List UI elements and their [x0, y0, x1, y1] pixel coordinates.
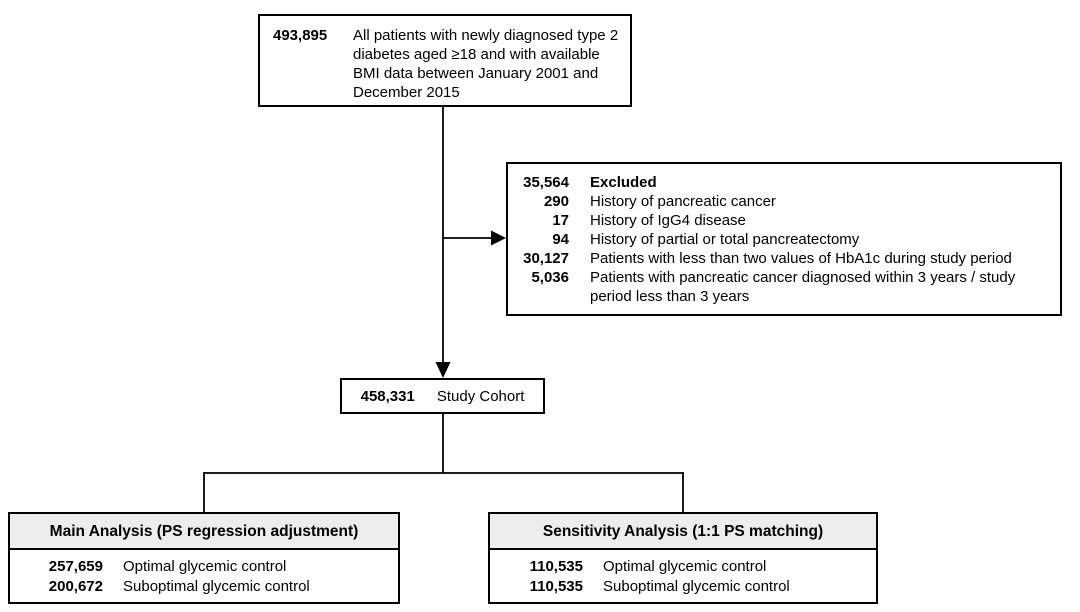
analysis-item-count: 110,535: [529, 558, 583, 575]
analysis-item-count: 257,659: [48, 558, 103, 575]
arrowhead-down-icon: [435, 362, 451, 378]
excluded-header-row: 35,564 Excluded: [508, 173, 1052, 192]
excluded-item-label: History of partial or total pancreatecto…: [590, 231, 860, 248]
all-patients-box: 493,895 All patients with newly diagnose…: [258, 14, 632, 107]
sensitivity-analysis-title: Sensitivity Analysis (1:1 PS matching): [490, 514, 876, 550]
main-analysis-title: Main Analysis (PS regression adjustment): [10, 514, 398, 550]
study-cohort-count: 458,331: [360, 387, 415, 405]
main-analysis-body: 257,659 Optimal glycemic control 200,672…: [10, 550, 398, 597]
main-analysis-box: Main Analysis (PS regression adjustment)…: [8, 512, 400, 604]
analysis-item-label: Optimal glycemic control: [123, 558, 287, 575]
excluded-item-row: 94 History of partial or total pancreate…: [508, 230, 1052, 249]
analysis-item-label: Suboptimal glycemic control: [123, 578, 310, 595]
excluded-item-count: 17: [552, 212, 569, 229]
analysis-item-label: Optimal glycemic control: [603, 558, 767, 575]
arrowhead-right-icon: [491, 230, 506, 246]
analysis-item-label: Suboptimal glycemic control: [603, 578, 790, 595]
analysis-item-row: 110,535 Optimal glycemic control: [523, 557, 876, 577]
sensitivity-analysis-body: 110,535 Optimal glycemic control 110,535…: [490, 550, 876, 597]
excluded-box: 35,564 Excluded 290 History of pancreati…: [506, 162, 1062, 316]
excluded-item-label: Patients with pancreatic cancer diagnose…: [590, 269, 1016, 305]
analysis-item-row: 110,535 Suboptimal glycemic control: [523, 577, 876, 597]
excluded-item-count: 94: [552, 231, 569, 248]
sensitivity-analysis-box: Sensitivity Analysis (1:1 PS matching) 1…: [488, 512, 878, 604]
excluded-item-count: 5,036: [531, 269, 569, 286]
excluded-item-row: 290 History of pancreatic cancer: [508, 192, 1052, 211]
excluded-item-count: 30,127: [523, 250, 569, 267]
study-cohort-label: Study Cohort: [436, 387, 525, 405]
excluded-item-label: History of pancreatic cancer: [590, 193, 776, 210]
analysis-item-count: 110,535: [529, 578, 583, 595]
excluded-item-row: 17 History of IgG4 disease: [508, 211, 1052, 230]
excluded-item-label: History of IgG4 disease: [590, 212, 746, 229]
study-cohort-box: 458,331 Study Cohort: [340, 378, 545, 414]
all-patients-count: 493,895: [273, 27, 328, 44]
analysis-item-row: 257,659 Optimal glycemic control: [43, 557, 398, 577]
excluded-count: 35,564: [523, 174, 569, 191]
all-patients-label: All patients with newly diagnosed type 2…: [353, 27, 619, 101]
excluded-item-label: Patients with less than two values of Hb…: [590, 250, 1012, 267]
analysis-item-count: 200,672: [48, 578, 103, 595]
excluded-item-count: 290: [543, 193, 569, 210]
excluded-item-row: 5,036 Patients with pancreatic cancer di…: [508, 268, 1052, 306]
excluded-label: Excluded: [590, 174, 657, 191]
excluded-item-row: 30,127 Patients with less than two value…: [508, 249, 1052, 268]
analysis-item-row: 200,672 Suboptimal glycemic control: [43, 577, 398, 597]
